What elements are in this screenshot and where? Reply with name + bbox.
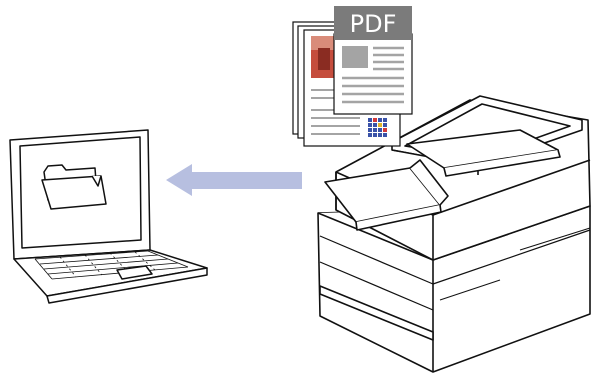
- left-arrow-icon: [166, 164, 302, 196]
- pdf-badge-label: PDF: [350, 10, 397, 38]
- color-grid: [368, 118, 387, 137]
- multifunction-printer-icon: [317, 95, 591, 373]
- laptop-icon: [9, 129, 208, 304]
- folder-icon: [41, 164, 107, 210]
- pdf-document-icon: PDF: [292, 6, 413, 147]
- pdf-sheet: PDF: [333, 6, 413, 115]
